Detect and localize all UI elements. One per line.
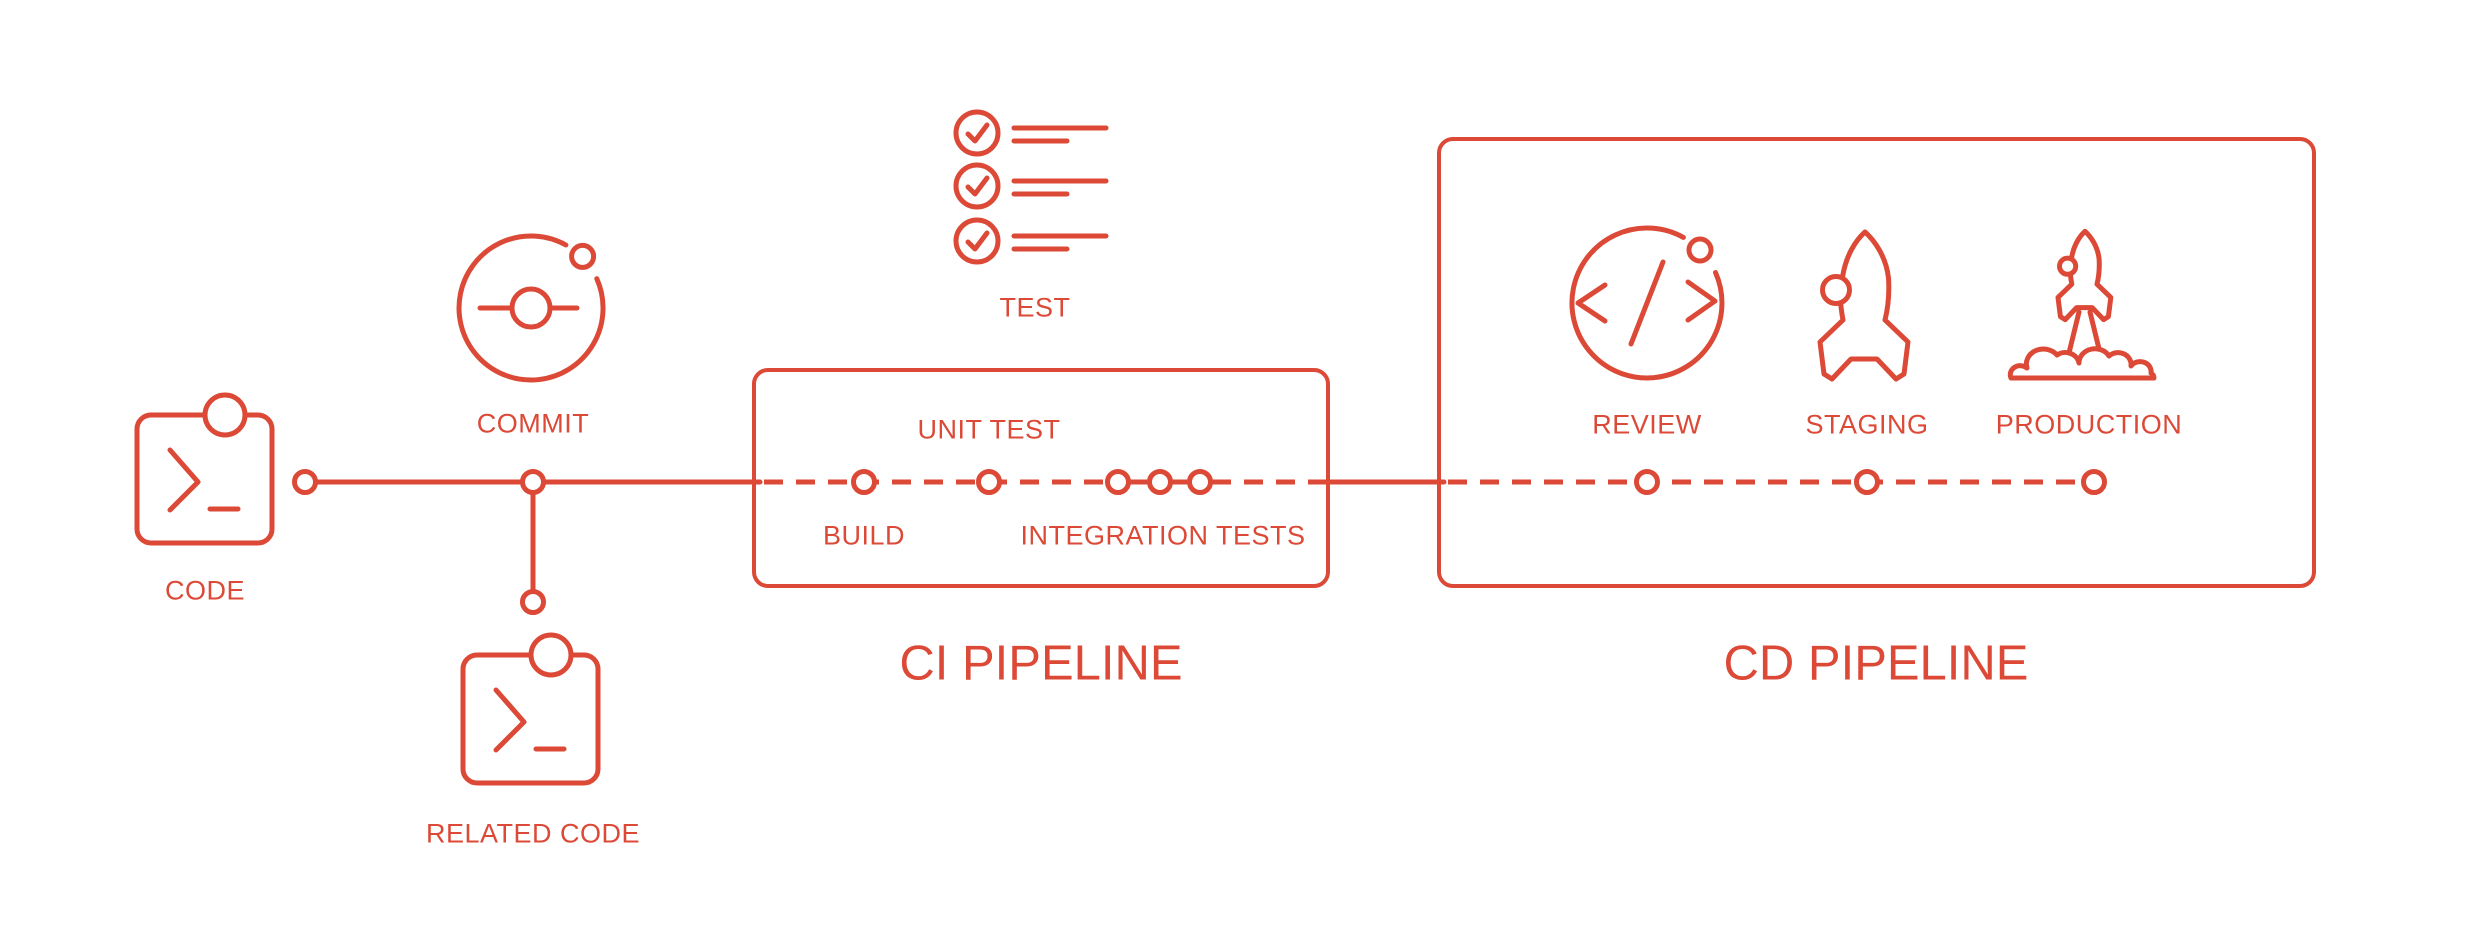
prompt-chevron — [493, 687, 527, 753]
node-integration-2 — [1147, 469, 1173, 495]
code-chevron-right — [1685, 279, 1718, 323]
related-code-label: RELATED CODE — [425, 818, 641, 849]
node-production — [2081, 469, 2107, 495]
orbit-arc — [456, 233, 606, 383]
node-unit-test — [976, 469, 1002, 495]
node-staging — [1854, 469, 1880, 495]
ci-pipeline-box — [752, 368, 1330, 588]
code-terminal-icon — [134, 392, 275, 546]
node-related-code — [520, 589, 546, 615]
related-code-terminal-icon — [460, 632, 601, 786]
node-integration-3 — [1187, 469, 1213, 495]
node-build — [851, 469, 877, 495]
commit-icon — [456, 233, 606, 383]
check-row-3 — [953, 217, 1109, 265]
check-icon — [965, 230, 990, 252]
production-launch-icon — [2007, 229, 2157, 381]
commit-circle — [509, 286, 553, 330]
check-row-1 — [953, 109, 1109, 157]
code-chevron-left — [1575, 282, 1608, 324]
node-integration-1 — [1105, 469, 1131, 495]
pin-dot — [528, 632, 574, 678]
commit-label: COMMIT — [476, 408, 590, 439]
code-label: CODE — [164, 575, 246, 606]
test-label: TEST — [999, 292, 1071, 323]
cd-pipeline-title: CD PIPELINE — [1723, 636, 2029, 691]
pin-dot — [202, 392, 248, 438]
test-checklist-icon — [953, 109, 1109, 265]
prompt-chevron — [167, 447, 201, 513]
orbit-dot — [1686, 236, 1714, 264]
node-review — [1634, 469, 1660, 495]
check-icon — [965, 122, 990, 144]
check-icon — [965, 175, 990, 197]
launch-cloud — [2007, 346, 2157, 381]
production-label: PRODUCTION — [1995, 409, 2183, 440]
review-label: REVIEW — [1592, 409, 1702, 440]
node-commit — [520, 469, 546, 495]
orbit-dot — [569, 242, 597, 270]
node-code-start — [292, 469, 318, 495]
orbit-arc — [1569, 225, 1725, 381]
cd-pipeline-box — [1437, 137, 2316, 588]
code-slash — [1628, 259, 1666, 347]
check-row-2 — [953, 162, 1109, 210]
staging-rocket-icon — [1815, 228, 1915, 383]
review-code-icon — [1569, 225, 1725, 381]
build-label: BUILD — [822, 520, 906, 551]
integration-tests-label: INTEGRATION TESTS — [1020, 520, 1306, 551]
ci-pipeline-title: CI PIPELINE — [899, 636, 1183, 691]
rocket-window — [1823, 277, 1850, 304]
unit-test-label: UNIT TEST — [917, 414, 1061, 445]
exhaust-left — [2065, 309, 2082, 360]
staging-label: STAGING — [1805, 409, 1929, 440]
